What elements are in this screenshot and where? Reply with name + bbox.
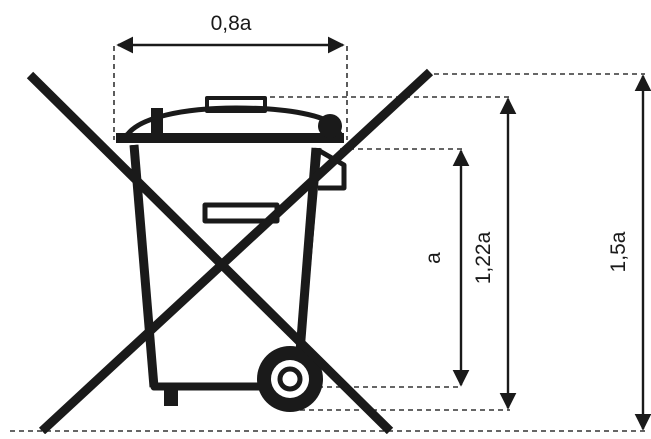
cross-line-descending — [26, 71, 394, 435]
lid-handle — [205, 96, 267, 113]
extension-lines — [10, 46, 645, 432]
height-122a-label: 1,22a — [472, 231, 495, 284]
cross-out-mark — [26, 68, 434, 435]
lid-hinge-left — [151, 108, 163, 138]
width-label: 0,8a — [211, 12, 252, 35]
cross-line-ascending — [38, 68, 434, 435]
height-15a-label: 1,5a — [607, 231, 630, 272]
wheelie-bin-icon — [116, 96, 347, 412]
bin-wheel-hub — [271, 360, 309, 398]
dimension-arrows — [116, 36, 651, 431]
a-label: a — [422, 252, 445, 264]
bin-wheel-axle — [277, 366, 303, 392]
lid-hinge-right — [318, 114, 342, 138]
lid-rim — [116, 133, 344, 143]
bin-foot — [164, 384, 178, 406]
